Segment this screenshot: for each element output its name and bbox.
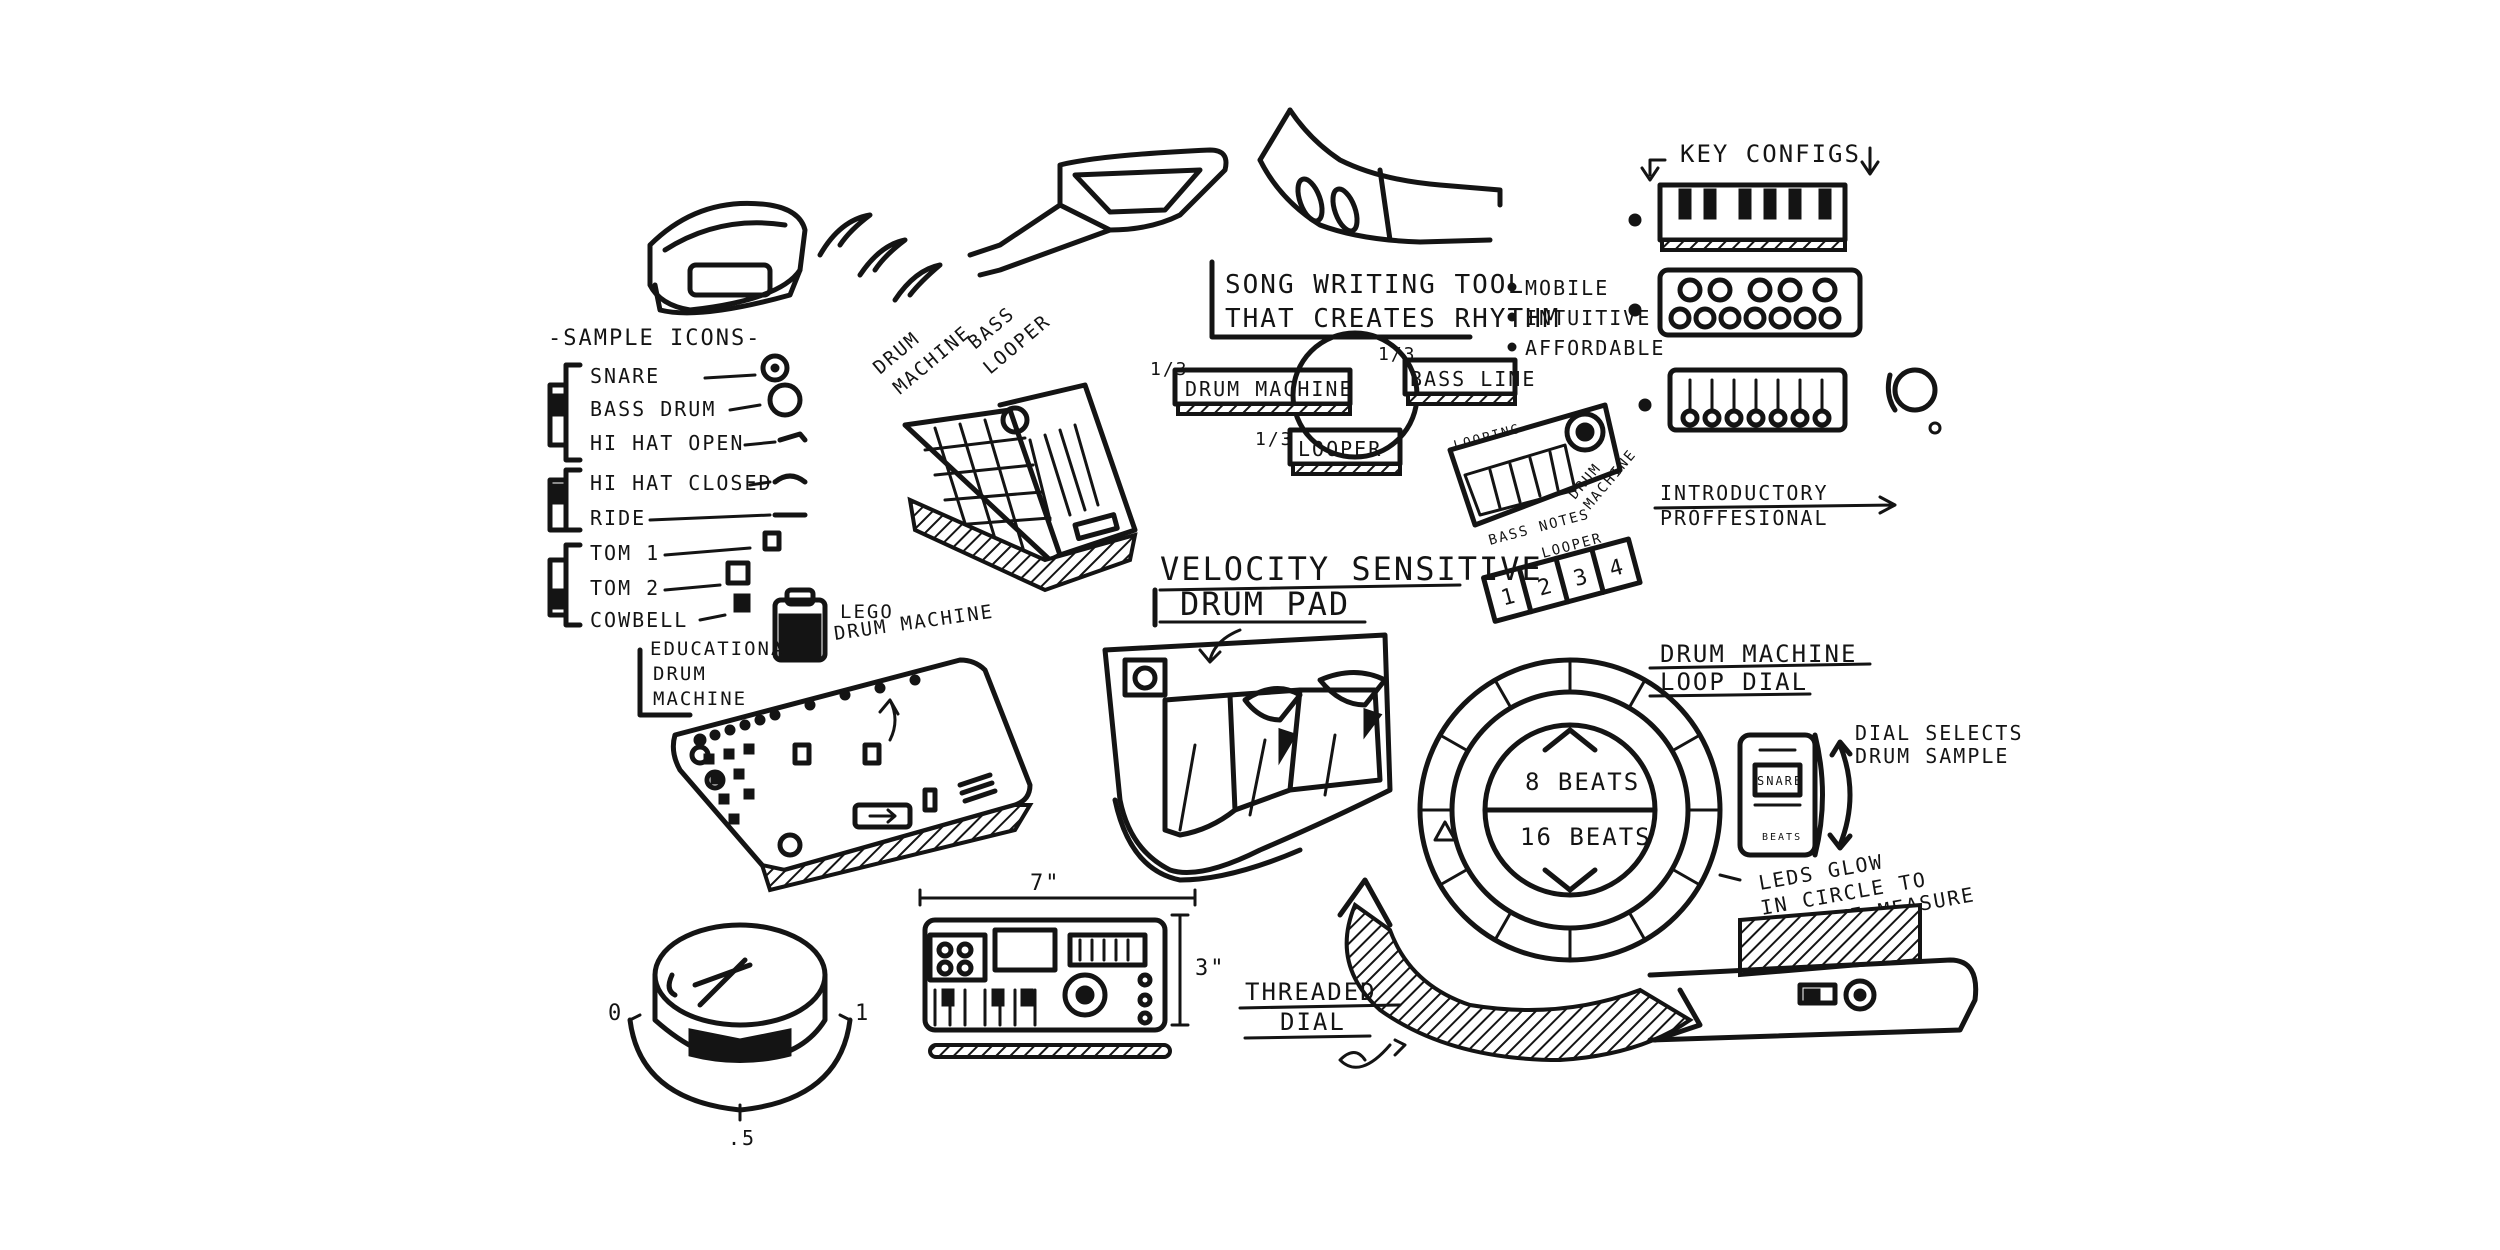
loop-dial-title-line2: LOOP DIAL: [1660, 668, 1808, 696]
sample-ride: RIDE: [590, 506, 646, 530]
part-looper: LOOPER: [1298, 437, 1382, 461]
velocity-title-line1: VELOCITY SENSITIVE: [1160, 550, 1543, 588]
looper-slot-4: 4: [1607, 554, 1628, 582]
attribute-affordable: AFFORDABLE: [1525, 336, 1665, 360]
sample-bass-drum: BASS DRUM: [590, 397, 716, 421]
velocity-drum-pad: VELOCITY SENSITIVE DRUM PAD: [1102, 550, 1543, 883]
sample-hi-hat-closed: HI HAT CLOSED: [590, 471, 773, 495]
knob-mid: .5: [728, 1126, 756, 1150]
dial-option-8-beats: 8 BEATS: [1525, 768, 1640, 796]
concept-attributes: MOBILE INTUITIVE AFFORDABLE: [1507, 276, 1665, 360]
bead-keys-config: [1680, 378, 1832, 428]
part-drum-machine: DRUM MACHINE: [1185, 377, 1354, 401]
dial-selects-line1: DIAL SELECTS: [1855, 721, 2024, 745]
dial-sub-label: BEATS: [1762, 832, 1802, 843]
attribute-mobile: MOBILE: [1525, 276, 1609, 300]
loop-dial: DRUM MACHINE LOOP DIAL 8 BEATS 16 BEATS …: [1337, 640, 1977, 1063]
looper-slot-3: 3: [1571, 564, 1592, 592]
dial-selects-line2: DRUM SAMPLE: [1855, 744, 2009, 768]
part-fraction-looper: 1/3: [1255, 429, 1294, 450]
velocity-title-line2: DRUM PAD: [1180, 585, 1350, 623]
educational-label-line1: EDUCATIONAL: [650, 638, 798, 660]
song-writing-concept: SONG WRITING TOOL THAT CREATES RHYTHM 1/…: [1150, 259, 1560, 476]
knob-min: 0: [608, 1001, 623, 1026]
lego-label-line1: LEGO: [840, 601, 894, 623]
triangle-device-sketch: [967, 147, 1229, 278]
range-sketch: INTRODUCTORY PROFFESIONAL: [1653, 481, 1897, 530]
key-configs-sketch: KEY CONFIGS: [1628, 140, 1942, 435]
compact-device-sketch: 7" 3": [918, 871, 1226, 1059]
educational-label-line2: DRUM: [653, 663, 707, 685]
sample-tom-2: TOM 2: [590, 576, 660, 600]
concept-title-line2: THAT CREATES RHYTHM: [1225, 304, 1560, 334]
range-professional: PROFFESIONAL: [1660, 506, 1829, 530]
threaded-label-line2: DIAL: [1280, 1008, 1346, 1036]
dial-selects-sketch: SNARE BEATS DIAL SELECTS DRUM SAMPLE: [1737, 721, 2024, 858]
folding-drum-looper-sketch: DRUM MACHINE BASS LOOPER: [869, 302, 1138, 593]
dimension-width: 7": [1030, 871, 1061, 896]
sample-cowbell: COWBELL: [590, 608, 688, 632]
small-knob-icon: [1885, 367, 1942, 435]
threaded-dial-label: THREADED DIAL: [1238, 978, 1407, 1069]
sample-icons-title: -SAMPLE ICONS-: [548, 326, 761, 351]
led-grid: [693, 674, 921, 825]
loop-dial-title-line1: DRUM MACHINE: [1660, 640, 1857, 668]
educational-label-line3: MACHINE: [653, 688, 747, 710]
sample-hi-hat-open: HI HAT OPEN: [590, 431, 744, 455]
educational-drum-machine: EDUCATIONAL DRUM MACHINE: [637, 638, 1034, 893]
key-configs-title: KEY CONFIGS: [1680, 140, 1861, 168]
knob-max: 1: [855, 1001, 870, 1026]
sample-snare: SNARE: [590, 364, 660, 388]
sample-tom-1: TOM 1: [590, 541, 660, 565]
layout-sketch: LOOPING BASS NOTES DRUM MACHINE LOOPER 1…: [1447, 402, 1643, 624]
dial-screen-label: SNARE: [1757, 774, 1803, 788]
range-introductory: INTRODUCTORY: [1660, 481, 1829, 505]
lego-drum-machine: LEGO DRUM MACHINE: [772, 587, 995, 663]
concept-title-line1: SONG WRITING TOOL: [1225, 270, 1525, 300]
wearable-band-sketch: [647, 200, 808, 316]
dial-option-16-beats: 16 BEATS: [1520, 823, 1652, 851]
threaded-label-line1: THREADED: [1245, 978, 1377, 1006]
part-bass-line: BASS LINE: [1410, 367, 1536, 391]
round-pads-config: [1668, 277, 1842, 330]
sound-waves-sketch: [817, 212, 943, 303]
bracket-device-sketch: [1257, 107, 1503, 245]
device-side-sketch: [1647, 902, 1979, 1043]
dial-segments: [1418, 658, 1722, 962]
dimension-height: 3": [1195, 956, 1226, 981]
keyboard-keys-1: [1678, 188, 1832, 220]
range-knob-sketch: 0 1 .5: [608, 922, 870, 1150]
looper-slot-2: 2: [1535, 573, 1556, 601]
looper-slot-1: 1: [1498, 583, 1519, 611]
layout-label-looping: LOOPING: [1452, 422, 1522, 454]
sample-icons-list: -SAMPLE ICONS- SNARE BASS DRUM HI HAT OP…: [547, 326, 808, 632]
